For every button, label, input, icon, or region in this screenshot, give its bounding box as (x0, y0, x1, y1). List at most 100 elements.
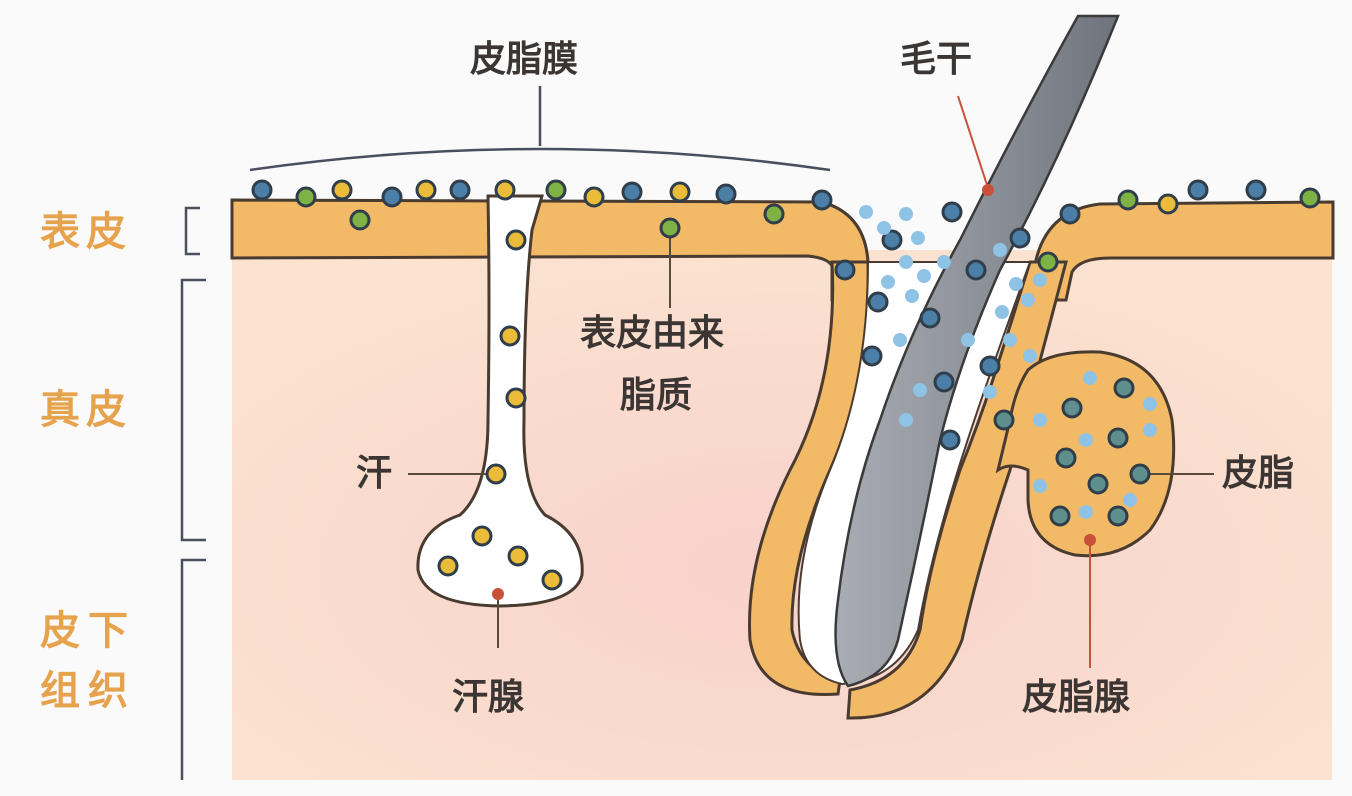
lipid-particle-small (1033, 479, 1047, 493)
lipid-particle (993, 409, 1015, 431)
lipid-particle (834, 259, 856, 281)
label-sebum: 皮脂 (1222, 453, 1295, 494)
lipid-particle-small (905, 289, 919, 303)
lipid-particles (251, 179, 1321, 591)
lipid-particle (1157, 193, 1179, 215)
lipid-particle-small (913, 383, 927, 397)
label-sebum-film: 皮脂膜 (470, 39, 579, 80)
lipid-particle-small (899, 207, 913, 221)
lipid-particle (1055, 447, 1077, 469)
lipid-particle-small (899, 255, 913, 269)
lipid-particle (763, 203, 785, 225)
lipid-particle-small (1033, 273, 1047, 287)
lipid-particle (1107, 427, 1129, 449)
lipid-particle (1187, 179, 1209, 201)
lipid-particle (499, 325, 521, 347)
lipid-particle-small (937, 255, 951, 269)
lipid-particle-small (917, 269, 931, 283)
lipid-particle-small (1079, 505, 1093, 519)
label-sweat-gland: 汗腺 (452, 677, 525, 718)
lipid-particle (295, 186, 317, 208)
marker-sebaceous-gland (1084, 534, 1096, 546)
lipid-particle (1049, 505, 1071, 527)
lipid-particle (1037, 251, 1059, 273)
lipid-particle (415, 179, 437, 201)
layer-label-dermis: 真皮 (40, 387, 132, 433)
label-hair-shaft: 毛干 (900, 39, 973, 80)
bracket-subcutaneous (180, 558, 206, 780)
lipid-particle (1107, 505, 1129, 527)
lipid-particle (919, 307, 941, 329)
lipid-particle-small (995, 305, 1009, 319)
lipid-particle (331, 179, 353, 201)
sebum-film-bracket (249, 147, 831, 172)
lipid-particle-small (1009, 277, 1023, 291)
lipid-particle (1061, 397, 1083, 419)
lipid-particle (583, 186, 605, 208)
lipid-particle (1245, 179, 1267, 201)
lipid-particle (541, 569, 563, 591)
lipid-particle (545, 179, 567, 201)
lipid-particle-small (961, 333, 975, 347)
lipid-particle-small (1079, 433, 1093, 447)
lipid-particle-small (1033, 413, 1047, 427)
lipid-particle (881, 229, 903, 251)
lipid-particle (1087, 473, 1109, 495)
lipid-particle (437, 555, 459, 577)
lipid-particle (1059, 203, 1081, 225)
lipid-particle (1113, 377, 1135, 399)
lipid-particle (659, 217, 681, 239)
lipid-particle (505, 387, 527, 409)
layer-label-epidermis: 表皮 (40, 209, 132, 255)
layer-label-subcutaneous-1: 皮下 (40, 608, 136, 654)
lipid-particle (1117, 189, 1139, 211)
marker-hair-shaft (982, 184, 994, 196)
lipid-particle (251, 179, 273, 201)
lipid-particle (507, 545, 529, 567)
lipid-particle (811, 189, 833, 211)
lipid-particle-small (881, 275, 895, 289)
lipid-particle (449, 179, 471, 201)
lipid-particle (861, 345, 883, 367)
lipid-particle (1129, 463, 1151, 485)
lipid-particle-small (1003, 333, 1017, 347)
lipid-particle-small (1023, 349, 1037, 363)
lipid-particle-small (893, 333, 907, 347)
lipid-particle (381, 186, 403, 208)
label-sweat: 汗 (356, 453, 393, 494)
marker-sweat-gland (492, 588, 504, 600)
lipid-particle (867, 291, 889, 313)
lipid-particle (485, 463, 507, 485)
bracket-dermis (180, 278, 206, 542)
lipid-particle (621, 181, 643, 203)
lipid-particle (669, 181, 691, 203)
pointer-hair-shaft (957, 95, 989, 189)
lipid-particle-small (877, 221, 891, 235)
lipid-particle-small (911, 231, 925, 245)
lipid-particle (1299, 187, 1321, 209)
label-epidermal-lipid-2: 脂质 (620, 375, 693, 416)
follicle-wall-right (846, 260, 1068, 720)
lipid-particle-small (1143, 423, 1157, 437)
label-epidermal-lipid-1: 表皮由来 (580, 313, 725, 354)
lipid-particle (1009, 227, 1031, 249)
lipid-particle-small (993, 243, 1007, 257)
layer-label-subcutaneous-2: 组织 (40, 668, 136, 714)
lipid-particle (471, 525, 493, 547)
sweat-duct (416, 194, 584, 608)
lipid-particle (965, 259, 987, 281)
lipid-particle-small (1123, 493, 1137, 507)
lipid-particle-small (1021, 293, 1035, 307)
lipid-particle (494, 179, 516, 201)
lipid-particle-small (1143, 397, 1157, 411)
lipid-particle (941, 201, 963, 223)
lipid-particle-small (1083, 371, 1097, 385)
lipid-particle (979, 355, 1001, 377)
lipid-particle-small (859, 205, 873, 219)
lipid-particle (505, 229, 527, 251)
bracket-epidermis (184, 206, 200, 256)
lipid-particle (939, 429, 961, 451)
lipid-particle-small (899, 413, 913, 427)
